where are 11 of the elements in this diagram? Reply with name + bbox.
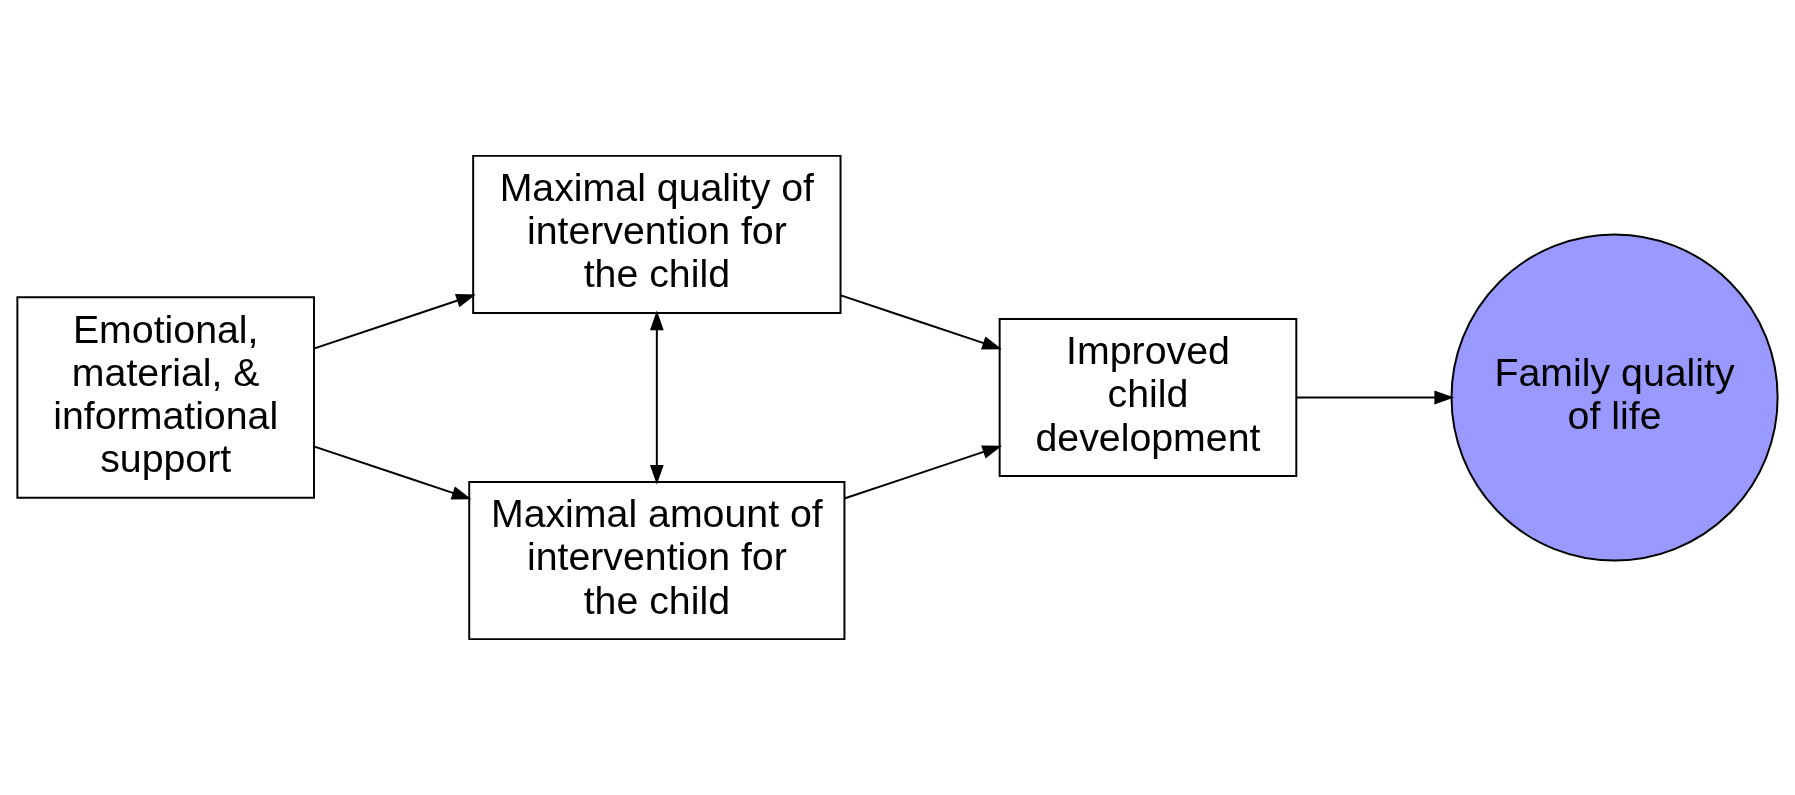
node-circle: Family quality of life	[1450, 233, 1779, 562]
arrow	[839, 294, 1002, 350]
node-box: Maximal quality of intervention for the child	[472, 154, 842, 314]
node-box: Improved child development	[998, 317, 1298, 478]
node-box: Maximal amount of intervention for the child	[468, 481, 846, 641]
arrow	[313, 294, 476, 350]
arrow	[1295, 390, 1455, 405]
arrow	[844, 445, 1003, 500]
arrow	[313, 445, 472, 500]
node-box: Emotional, material, & informational support	[16, 296, 315, 499]
arrow	[649, 310, 664, 485]
